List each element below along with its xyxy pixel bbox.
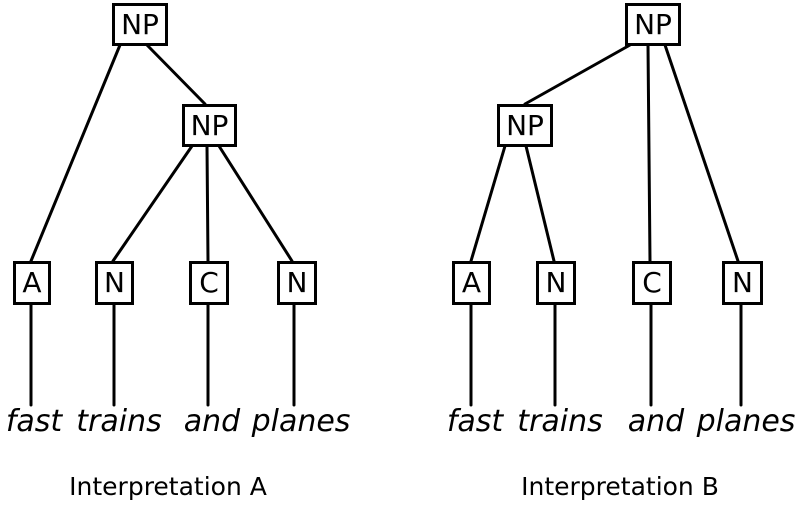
tree-a-word-trains: trains: [76, 404, 162, 439]
tree-b-root-node: NP: [625, 3, 681, 46]
tree-b-word-and: and: [627, 404, 685, 439]
tree-b-leaf-adjective-node: A: [452, 261, 491, 305]
tree-a-leaf-noun2-node: N: [277, 261, 317, 305]
tree-b-word-planes: planes: [696, 404, 796, 439]
tree-b-caption: Interpretation B: [521, 472, 719, 501]
tree-a-word-planes: planes: [251, 404, 351, 439]
tree-a-word-fast: fast: [5, 404, 63, 439]
tree-a-caption: Interpretation A: [69, 472, 267, 501]
tree-a-leaf-conjunction-node: C: [189, 261, 229, 305]
tree-b-leaf-conjunction-node: C: [632, 261, 672, 305]
tree-b-inner-np-node: NP: [497, 104, 553, 147]
tree-a-inner-np-node: NP: [182, 104, 237, 147]
tree-a-word-and: and: [183, 404, 241, 439]
tree-b-word-trains: trains: [517, 404, 603, 439]
tree-a-leaf-adjective-node: A: [13, 261, 51, 305]
tree-a-root-node: NP: [112, 3, 168, 46]
tree-b-word-fast: fast: [446, 404, 504, 439]
tree-b-leaf-noun2-node: N: [722, 261, 763, 305]
tree-a-leaf-noun1-node: N: [95, 261, 134, 305]
tree-b-leaf-noun1-node: N: [536, 261, 576, 305]
